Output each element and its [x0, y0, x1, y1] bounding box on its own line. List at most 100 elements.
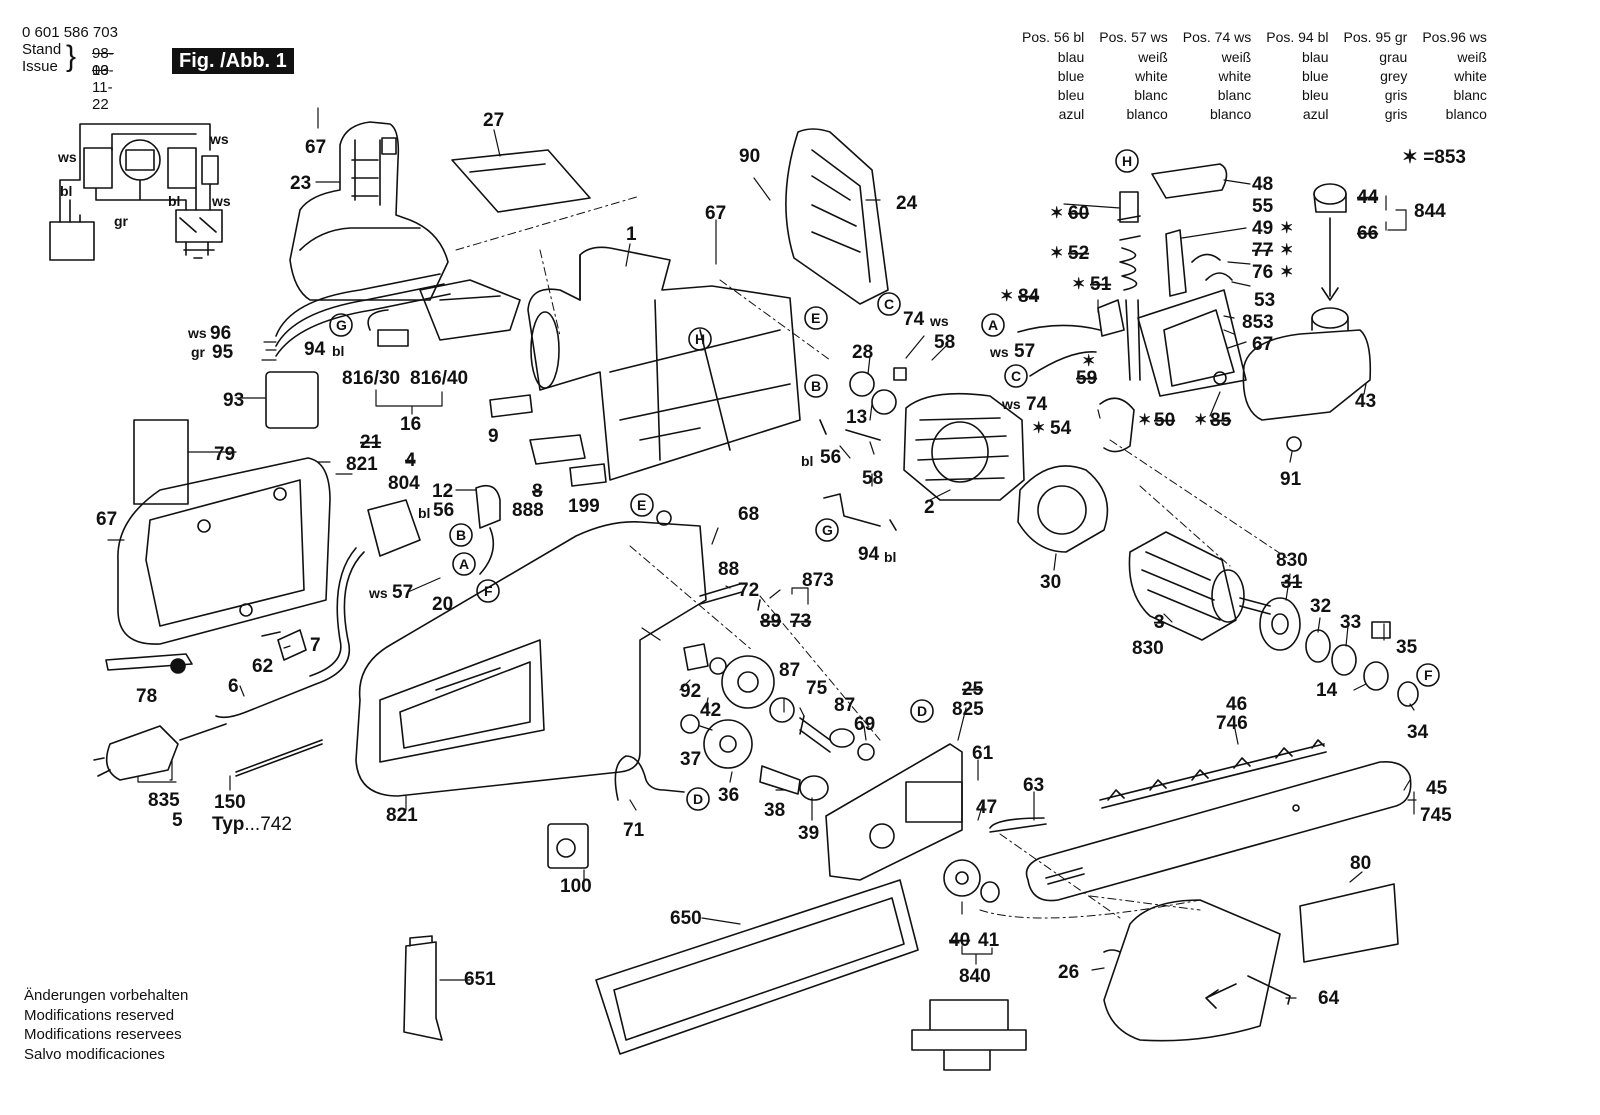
part-label: 67: [1252, 334, 1273, 355]
star-icon: ✶: [1280, 220, 1293, 237]
doc-number: 0 601 586 703: [22, 24, 118, 41]
wire-color-bl: bl: [332, 343, 344, 359]
footer-line: Modifications reserved: [24, 1006, 175, 1024]
stand-label: Stand: [22, 41, 62, 58]
part-label: 816/40: [410, 368, 468, 389]
part-label: 63: [1023, 775, 1044, 796]
part-label: 830: [1276, 550, 1308, 571]
stand-old-date: 98-03: [92, 45, 114, 79]
part-label: 36: [718, 785, 739, 806]
issue-date: 10-11-22: [92, 62, 114, 113]
part-label: 844: [1414, 201, 1446, 222]
part-label: 21: [360, 432, 382, 453]
part-label: 45: [1426, 778, 1448, 799]
legend-cell: blanco: [1126, 106, 1168, 122]
part-label: 650: [670, 908, 702, 929]
ref-letter-C: C: [1011, 368, 1021, 384]
legend-pos: Pos. 56 bl: [1022, 29, 1085, 45]
star-icon: ✶: [1138, 412, 1151, 429]
legend-cell: blau: [1057, 49, 1085, 65]
part-label: 77: [1252, 240, 1273, 261]
star-icon: ✶: [1082, 353, 1095, 370]
tensioner-screw-part: [989, 817, 1047, 833]
part-label: 804: [388, 473, 420, 494]
part-label: 41: [978, 930, 1000, 951]
ref-letter-G: G: [336, 317, 347, 333]
ref-letter-H: H: [1122, 153, 1132, 169]
legend-cell: bleu: [1302, 87, 1329, 103]
ref-letter-D: D: [917, 703, 927, 719]
part-label: 24: [896, 193, 918, 214]
legend-pos: Pos. 74 ws: [1182, 29, 1252, 45]
part-label: 20: [432, 594, 453, 615]
leader-lines: [107, 107, 1417, 999]
legend-cell: white: [1135, 68, 1168, 84]
part-label: 28: [852, 342, 873, 363]
rear-handle-part: [289, 121, 449, 301]
ref-letter-E: E: [637, 497, 646, 513]
part-label: 825: [952, 699, 984, 720]
legend-cell: blanc: [1217, 87, 1252, 103]
chain-guard-part: [595, 879, 919, 1055]
part-label: 42: [700, 700, 721, 721]
part-label: 56: [433, 500, 454, 521]
part-label: 57: [392, 582, 413, 603]
part-label: 43: [1355, 391, 1376, 412]
ref-letter-B: B: [811, 378, 821, 394]
cover-part: [451, 149, 591, 213]
legend-cell: blanco: [1445, 106, 1487, 122]
cable-clip-part: [1099, 397, 1135, 453]
part-label: 67: [305, 137, 326, 158]
part-label: 651: [464, 969, 496, 990]
part-label: 4: [405, 450, 416, 471]
wire-color-ws: ws: [989, 344, 1009, 360]
bar-plate-part: [825, 743, 963, 881]
switch-contact-part: [893, 367, 907, 381]
part-label: 2: [924, 497, 935, 518]
part-label: 100: [560, 876, 592, 897]
footer-notes: Änderungen vorbehalten Modifications res…: [24, 986, 188, 1064]
part-label: 44: [1357, 187, 1379, 208]
terminal-box-part: [265, 371, 319, 429]
part-label: 73: [790, 611, 811, 632]
part-label: 32: [1310, 596, 1331, 617]
part-label: 85: [1210, 410, 1232, 431]
chain-cover-part: [1103, 899, 1291, 1042]
part-label: 27: [483, 110, 504, 131]
legend-pos: Pos. 94 bl: [1266, 29, 1329, 45]
main-housing-part: [355, 510, 707, 797]
type-prefix: Typ: [212, 814, 244, 835]
star-icon: ✶: [1050, 245, 1063, 262]
part-label: 40: [949, 930, 970, 951]
part-label: 91: [1280, 469, 1302, 490]
part-label: 6: [228, 676, 239, 697]
part-label: 87: [834, 695, 855, 716]
star-icon: ✶: [1280, 264, 1293, 281]
wire-color-bl: bl: [60, 183, 72, 199]
figure-title: Fig. /Abb. 1: [172, 48, 294, 74]
legend-cell: grey: [1380, 68, 1408, 84]
part-label: 9: [488, 426, 499, 447]
ref-letter-A: A: [459, 556, 469, 572]
part-label: 873: [802, 570, 834, 591]
part-label: 199: [568, 496, 600, 517]
part-label: 34: [1407, 722, 1429, 743]
wire-part: [1017, 324, 1101, 377]
wire-color-bl: bl: [168, 193, 180, 209]
part-label: 95: [212, 342, 234, 363]
legend-row: blue white white blue grey white: [1010, 67, 1490, 86]
legend-cell: blue: [1302, 68, 1329, 84]
wire-color-gr: gr: [191, 344, 206, 360]
plate-part: [569, 463, 607, 487]
footer-line: Salvo modificaciones: [24, 1045, 165, 1063]
part-label: 835: [148, 790, 180, 811]
part-label: 87: [779, 660, 800, 681]
part-label: 68: [738, 504, 759, 525]
carbon-brush-holder-part: [1097, 163, 1247, 397]
part-label: 7: [310, 635, 321, 656]
part-label: 72: [738, 580, 759, 601]
part-label: 816/30: [342, 368, 400, 389]
circle-references: [329, 149, 1440, 811]
cable-clamp-part: [261, 629, 307, 661]
document-header: 0 601 586 703 Stand Issue } 98-03 10-11-…: [22, 24, 118, 113]
